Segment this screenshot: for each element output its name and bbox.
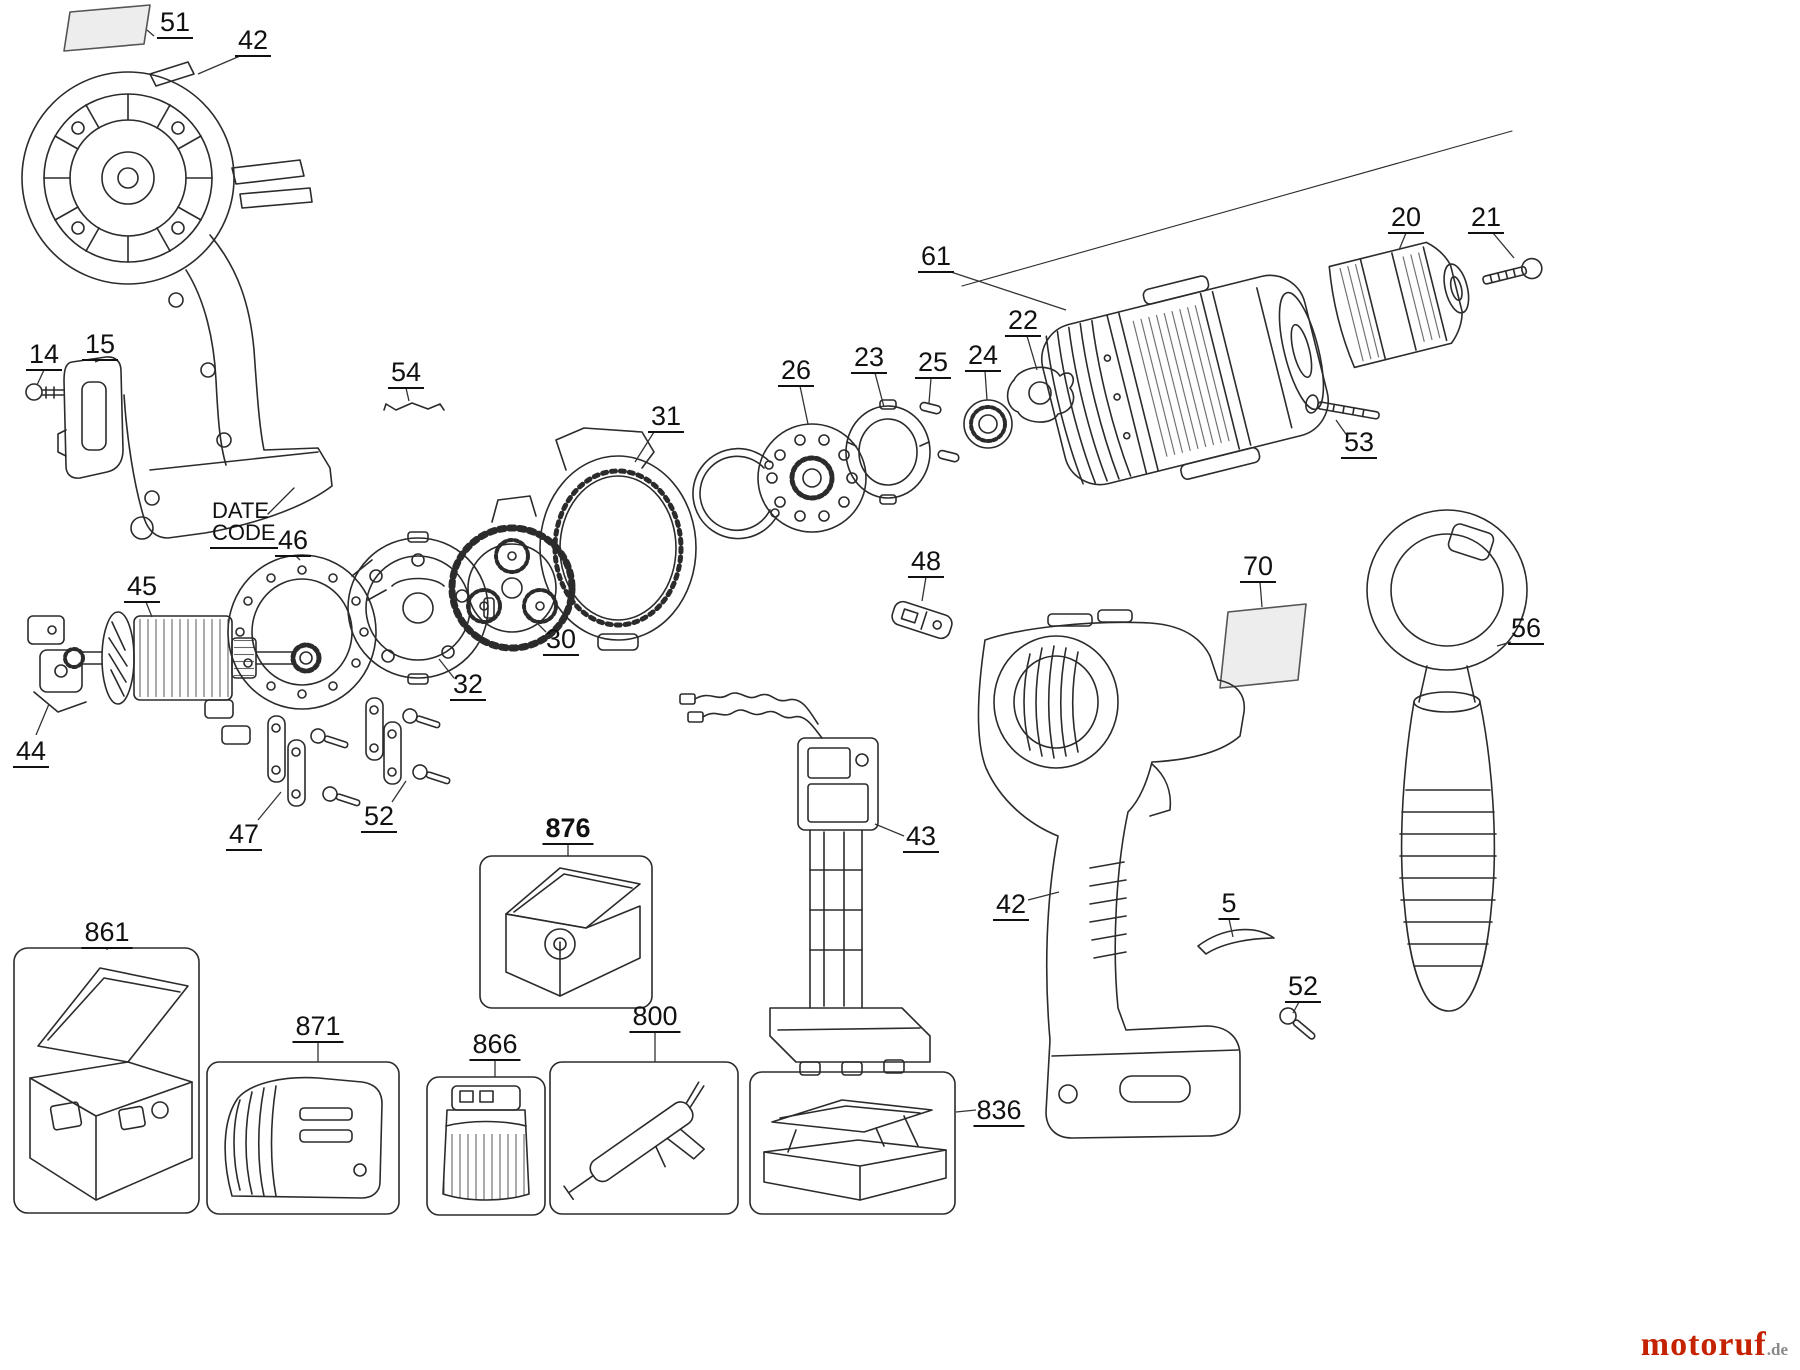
part-callout-861-30: 861 — [81, 918, 133, 950]
part-callout-14-2: 14 — [25, 340, 63, 372]
part-callout-56-24: 56 — [1507, 614, 1545, 646]
part-callout-25-11: 25 — [914, 348, 952, 380]
part-side-handle — [1366, 509, 1528, 1012]
part-bit-clip — [1197, 928, 1275, 955]
part-callout-42-26: 42 — [992, 890, 1030, 922]
part-spring-clip-54 — [383, 402, 445, 411]
part-callout-45-16: 45 — [123, 572, 161, 604]
part-callout-31-14: 31 — [647, 402, 685, 434]
part-callout-54-4: 54 — [387, 358, 425, 390]
part-callout-43-25: 43 — [902, 822, 940, 854]
kit-box-800 — [549, 1061, 739, 1215]
part-label-sticker-51 — [63, 4, 151, 52]
part-switch-assembly — [679, 692, 931, 1076]
part-callout-70-23: 70 — [1239, 552, 1277, 584]
date-code-leader — [267, 487, 295, 515]
part-bearing — [963, 399, 1013, 449]
part-clutch-ring — [845, 399, 931, 505]
motoruf-logo: motoruf.de — [1641, 1326, 1788, 1364]
date-code-label: DATE CODE — [210, 498, 278, 549]
part-brush-links-47 — [204, 699, 361, 807]
part-ring-gear-housing — [539, 427, 697, 651]
part-chuck-screw — [1482, 257, 1543, 285]
part-housing-left-half — [21, 61, 333, 540]
part-chuck — [1328, 241, 1470, 369]
motoruf-brand-text: motoruf — [1640, 1326, 1767, 1363]
part-motor-armature — [63, 611, 322, 705]
part-planetary-gear-set — [448, 495, 576, 652]
part-callout-15-3: 15 — [81, 330, 119, 362]
part-lobed-washer — [1006, 366, 1075, 423]
part-snap-ring — [692, 447, 780, 540]
kit-box-861 — [13, 947, 200, 1214]
part-gear-plate — [757, 423, 867, 533]
part-callout-23-10: 23 — [850, 343, 888, 375]
part-housing-screw-53 — [1305, 394, 1380, 420]
part-callout-32-18: 32 — [449, 670, 487, 702]
date-code-line1: DATE — [212, 498, 270, 523]
exploded-axis-line — [961, 130, 1513, 287]
part-belt-hook — [57, 356, 124, 479]
callout-leader-lines — [35, 29, 1515, 1113]
part-callout-52-28: 52 — [1284, 972, 1322, 1004]
kit-box-871-charger — [206, 1061, 400, 1215]
part-callout-44-19: 44 — [12, 737, 50, 769]
part-label-sticker-70 — [1219, 603, 1307, 689]
part-callout-46-15: 46 — [274, 526, 312, 558]
part-callout-48-22: 48 — [907, 547, 945, 579]
part-gearbox-assembly — [1041, 274, 1329, 486]
part-callout-26-9: 26 — [777, 356, 815, 388]
part-links-52 — [365, 697, 451, 785]
part-callout-836-34: 836 — [973, 1096, 1025, 1128]
part-callout-876-29: 876 — [542, 814, 594, 846]
part-callout-30-17: 30 — [542, 625, 580, 657]
part-callout-22-8: 22 — [1004, 306, 1042, 338]
motoruf-tld-text: .de — [1766, 1340, 1788, 1359]
part-callout-47-20: 47 — [225, 820, 263, 852]
part-callout-866-32: 866 — [469, 1030, 521, 1062]
kit-box-876 — [479, 855, 653, 1009]
part-motor-field-ring — [227, 554, 387, 710]
part-callout-53-13: 53 — [1340, 428, 1378, 460]
part-callout-800-33: 800 — [629, 1002, 681, 1034]
part-callout-42-1: 42 — [234, 26, 272, 58]
part-callout-21-7: 21 — [1467, 203, 1505, 235]
part-callout-20-6: 20 — [1387, 203, 1425, 235]
part-callout-871-31: 871 — [292, 1012, 344, 1044]
part-housing-right-half — [977, 609, 1246, 1139]
part-brush-holder — [27, 615, 87, 713]
part-callout-24-12: 24 — [964, 341, 1002, 373]
part-wire-connector — [891, 600, 953, 640]
date-code-line2: CODE — [212, 520, 276, 546]
part-screw-52-right — [1279, 1007, 1316, 1040]
part-pins — [919, 401, 960, 463]
part-callout-5-27: 5 — [1218, 889, 1240, 921]
part-screw-14 — [25, 383, 65, 401]
kit-box-836-toolbox — [749, 1071, 956, 1215]
part-callout-52-21: 52 — [360, 802, 398, 834]
kit-box-866-battery — [426, 1076, 546, 1216]
part-callout-51-0: 51 — [156, 8, 194, 40]
part-callout-61-5: 61 — [917, 242, 955, 274]
